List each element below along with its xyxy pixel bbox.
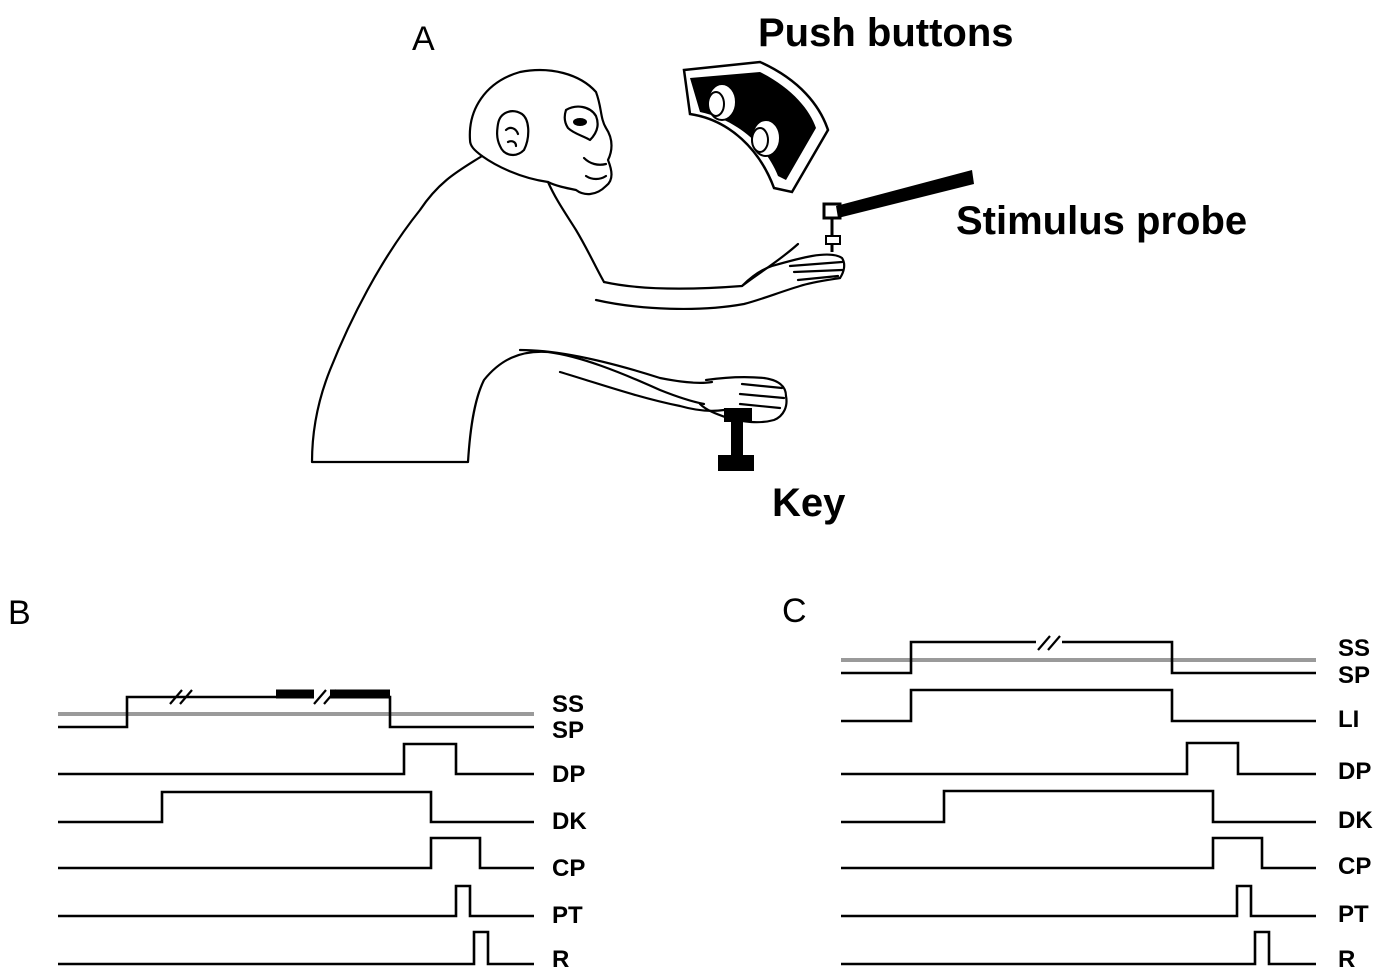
monkey-illustration [310, 68, 846, 464]
monkey-face [563, 105, 599, 142]
monkey-head [468, 68, 613, 196]
panel-b-label-cp: CP [552, 855, 585, 882]
push-buttons-box [682, 60, 830, 194]
panel-b-trace-pt [58, 884, 534, 918]
panel-c-label-ss: SS [1338, 635, 1370, 662]
panel-c-label-cp: CP [1338, 853, 1371, 880]
monkey-reaching-hand [740, 253, 846, 288]
panel-b-label-ss: SS [552, 691, 584, 718]
panel-c-label-sp: SP [1338, 662, 1370, 689]
monkey-lower-hand [698, 376, 788, 424]
panel-c: C SS SP LI DP DK CP PT R [782, 592, 1373, 969]
panel-b-label-dk: DK [552, 808, 587, 835]
panel-b: B SS SP DP DK CP PT R [8, 594, 587, 969]
panel-c-trace-dp [841, 741, 1316, 776]
panel-c-trace-pt [841, 884, 1316, 918]
panel-b-label-sp: SP [552, 717, 584, 744]
panel-a-letter: A [412, 20, 435, 58]
panel-c-label-li: LI [1338, 706, 1359, 733]
stimulus-probe-label: Stimulus probe [956, 199, 1247, 243]
stimulus-probe [822, 170, 974, 252]
monkey-ear [496, 110, 530, 156]
key-device [718, 408, 754, 471]
panel-b-trace-r [58, 930, 534, 966]
panel-c-label-dp: DP [1338, 758, 1371, 785]
key-label: Key [772, 481, 846, 525]
panel-b-label-pt: PT [552, 902, 583, 929]
monkey-eye [573, 118, 587, 126]
panel-a: A [310, 11, 1247, 525]
panel-b-trace-cp [58, 836, 534, 870]
panel-b-trace-dk [58, 790, 534, 824]
panel-b-label-r: R [552, 946, 569, 969]
panel-b-label-dp: DP [552, 761, 585, 788]
panel-b-trace-dp [58, 742, 534, 776]
panel-c-label-r: R [1338, 946, 1355, 969]
panel-c-label-dk: DK [1338, 807, 1373, 834]
panel-c-label-pt: PT [1338, 901, 1369, 928]
panel-c-trace-ss-sp [841, 635, 1316, 675]
panel-b-trace-ss-sp [58, 688, 534, 729]
panel-b-letter: B [8, 594, 31, 632]
panel-c-trace-cp [841, 836, 1316, 870]
monkey-body [310, 154, 706, 464]
panel-c-trace-r [841, 930, 1316, 966]
push-buttons-label: Push buttons [758, 11, 1014, 55]
panel-c-trace-dk [841, 789, 1316, 824]
monkey-reaching-arm [594, 242, 842, 311]
panel-c-letter: C [782, 592, 807, 630]
panel-c-trace-li [841, 688, 1316, 723]
